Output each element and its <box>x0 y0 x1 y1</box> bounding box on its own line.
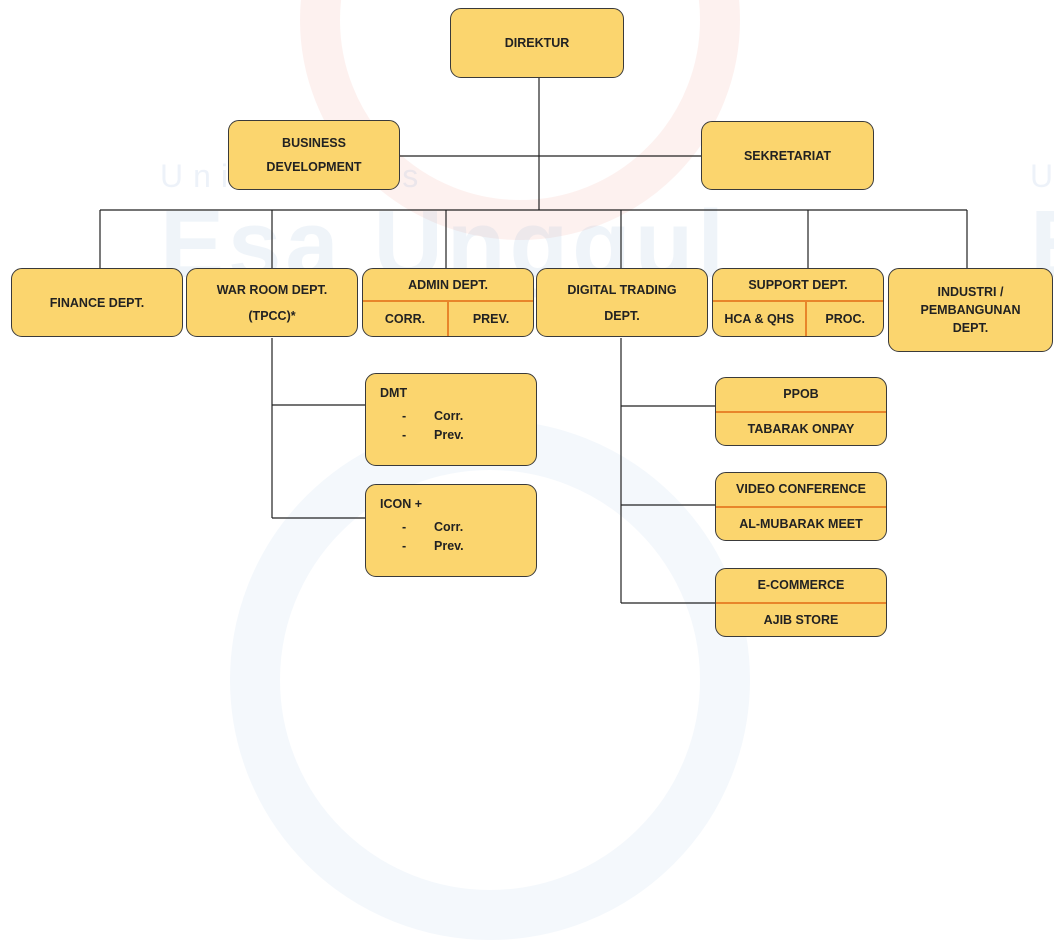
digital-trading-dept-box: DIGITAL TRADING DEPT. <box>536 268 708 337</box>
ecommerce-top: E-COMMERCE <box>716 569 886 602</box>
ppob-bottom: TABARAK ONPAY <box>716 410 886 446</box>
connector-lines <box>99 78 968 604</box>
ppob-box: PPOB TABARAK ONPAY <box>715 377 887 446</box>
admin-corr-cell: CORR. <box>363 302 447 336</box>
ecommerce-bottom: AJIB STORE <box>716 601 886 637</box>
ajib-store-label: AJIB STORE <box>763 612 839 627</box>
icon-plus-title: ICON + <box>380 497 423 511</box>
business-development-label-line1: BUSINESS <box>282 136 346 150</box>
admin-corr-label: CORR. <box>384 312 426 326</box>
direktur-label: DIREKTUR <box>504 36 570 50</box>
industri-pembangunan-dept-box: INDUSTRI / PEMBANGUNAN DEPT. <box>888 268 1053 352</box>
support-dept-sub-row: HCA & QHS PROC. <box>713 302 883 336</box>
industri-label-line3: DEPT. <box>952 321 989 335</box>
icon-plus-box: ICON + -Corr. -Prev. <box>365 484 537 577</box>
admin-dept-label: ADMIN DEPT. <box>408 277 488 292</box>
ecommerce-box: E-COMMERCE AJIB STORE <box>715 568 887 637</box>
finance-dept-label: FINANCE DEPT. <box>49 295 145 310</box>
al-mubarak-meet-label: AL-MUBARAK MEET <box>739 516 863 531</box>
dmt-item-corr: -Corr. <box>402 409 464 423</box>
support-proc-label: PROC. <box>825 312 865 326</box>
admin-prev-cell: PREV. <box>447 302 533 336</box>
sekretariat-label: SEKRETARIAT <box>743 148 832 163</box>
sekretariat-box: SEKRETARIAT <box>701 121 874 190</box>
business-development-box: BUSINESS DEVELOPMENT <box>228 120 400 190</box>
admin-dept-title: ADMIN DEPT. <box>363 269 533 302</box>
support-dept-box: SUPPORT DEPT. HCA & QHS PROC. <box>712 268 884 337</box>
ppob-top: PPOB <box>716 378 886 411</box>
digital-trading-label-line2: DEPT. <box>604 308 640 323</box>
icon-plus-item-prev: -Prev. <box>402 539 464 553</box>
admin-dept-box: ADMIN DEPT. CORR. PREV. <box>362 268 534 337</box>
tabarak-onpay-label: TABARAK ONPAY <box>747 421 855 436</box>
war-room-dept-label-line1: WAR ROOM DEPT. <box>216 282 328 297</box>
industri-label-line2: PEMBANGUNAN <box>920 303 1021 317</box>
business-development-label-line2: DEVELOPMENT <box>266 160 362 174</box>
dmt-box: DMT -Corr. -Prev. <box>365 373 537 466</box>
video-conference-top: VIDEO CONFERENCE <box>716 473 886 506</box>
icon-plus-list: -Corr. -Prev. <box>380 518 464 556</box>
ppob-label: PPOB <box>783 387 819 402</box>
ecommerce-label: E-COMMERCE <box>757 578 845 593</box>
dmt-list: -Corr. -Prev. <box>380 407 464 445</box>
support-hca-qhs-label: HCA & QHS <box>724 312 795 326</box>
digital-trading-label-line1: DIGITAL TRADING <box>567 282 677 297</box>
dmt-title: DMT <box>380 386 408 400</box>
war-room-dept-label-line2: (TPCC)* <box>248 308 296 323</box>
video-conference-bottom: AL-MUBARAK MEET <box>716 505 886 541</box>
support-hca-qhs-cell: HCA & QHS <box>713 302 805 336</box>
direktur-box: DIREKTUR <box>450 8 624 78</box>
video-conference-label: VIDEO CONFERENCE <box>736 482 866 497</box>
dmt-item-prev: -Prev. <box>402 428 464 442</box>
finance-dept-box: FINANCE DEPT. <box>11 268 183 337</box>
support-dept-label: SUPPORT DEPT. <box>748 277 848 292</box>
support-proc-cell: PROC. <box>805 302 883 336</box>
icon-plus-item-corr: -Corr. <box>402 520 464 534</box>
support-dept-title: SUPPORT DEPT. <box>713 269 883 302</box>
industri-label-line1: INDUSTRI / <box>937 285 1004 299</box>
war-room-dept-box: WAR ROOM DEPT. (TPCC)* <box>186 268 358 337</box>
admin-dept-sub-row: CORR. PREV. <box>363 302 533 336</box>
video-conference-box: VIDEO CONFERENCE AL-MUBARAK MEET <box>715 472 887 541</box>
admin-prev-label: PREV. <box>472 312 510 326</box>
